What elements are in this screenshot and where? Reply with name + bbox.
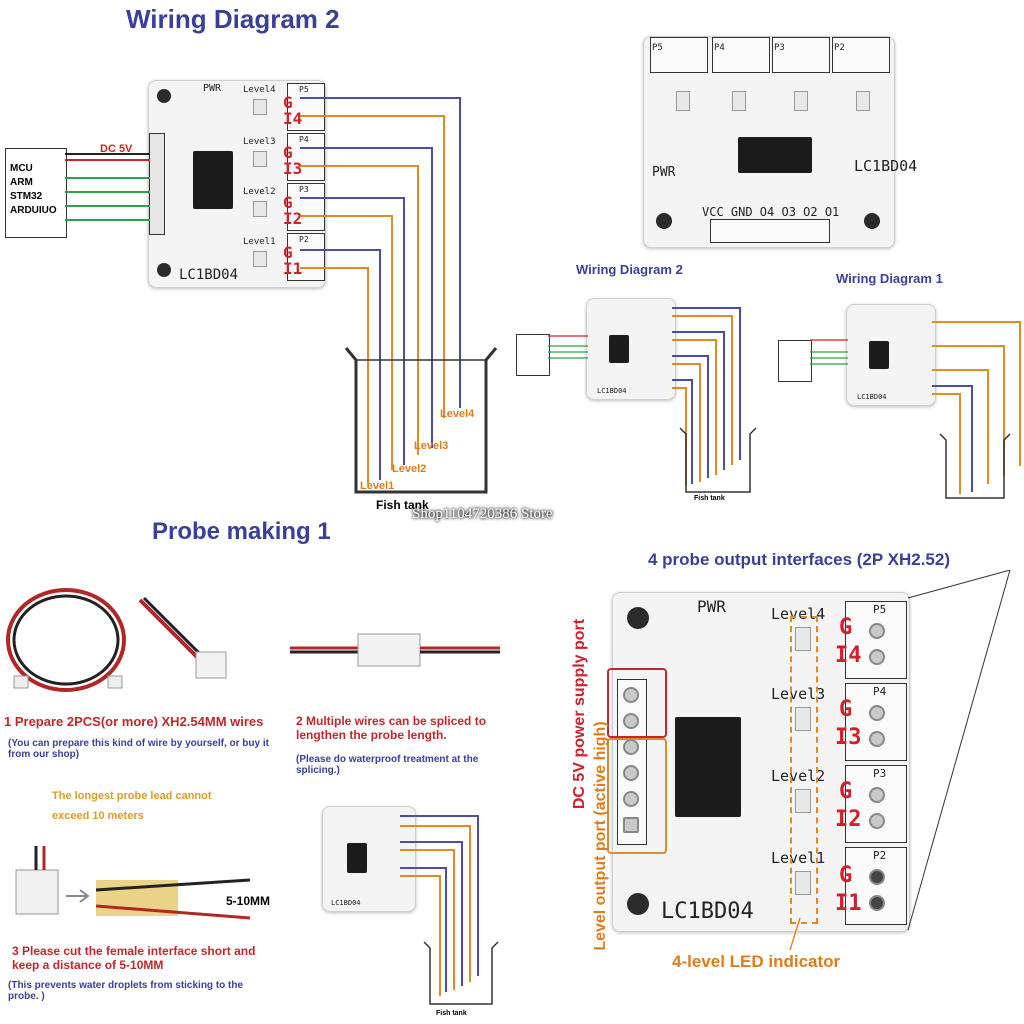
power-port-highlight [607,668,667,738]
large-pwr: PWR [697,597,726,616]
step3-title: 3 Please cut the female interface short … [12,944,256,972]
small-wiring2-title: Wiring Diagram 2 [576,262,683,277]
store-watermark: Shop1104720386 Store [412,506,553,522]
power-port-annotation: DC 5V power supply port [571,618,588,810]
large-port-p3: P3 [873,767,887,780]
large-port-p2: P2 [873,849,887,862]
stm32-label: STM32 [10,191,43,202]
level1-label: Level1 [243,237,276,247]
large-g3: G [839,697,853,722]
small-model-bottom: LC1BD04 [331,899,361,907]
large-g1: G [839,863,853,888]
probe-g1: G [283,243,293,262]
step1-note: (You can prepare this kind of wire by yo… [8,738,269,760]
arm-label: ARM [10,177,33,188]
large-level1: Level1 [771,849,826,867]
small-board-2: LC1BD04 [586,298,676,400]
step2-title: 2 Multiple wires can be spliced to lengt… [296,714,487,742]
distance-label: 5-10MM [226,894,271,908]
large-level4: Level4 [771,605,826,623]
level-port-highlight [607,738,667,854]
large-g4: G [839,615,853,640]
port-p3: P3 [299,185,309,194]
small-fish-tank-2: Fish tank [694,495,725,502]
wire-coil-photo [6,588,227,692]
port-p2: P2 [299,235,309,244]
large-i2: I2 [835,807,862,832]
photo-port-p2: P2 [834,43,845,53]
fish-tank-label: Fish tank [376,498,429,512]
photo-pwr: PWR [652,165,676,180]
small-model-1: LC1BD04 [857,393,887,401]
tank-level4: Level4 [440,408,475,420]
large-model: LC1BD04 [661,899,754,924]
small-mcu-2 [516,334,550,376]
tank-level1: Level1 [360,480,395,492]
level3-label: Level3 [243,137,276,147]
led-highlight [790,616,818,924]
probe-g2: G [283,193,293,212]
large-level3: Level3 [771,685,826,703]
dc-5v-label: DC 5V [100,143,133,155]
small-mcu-1 [778,340,812,382]
large-level2: Level2 [771,767,826,785]
small-wiring-bottom-svg [400,815,499,1005]
port-p5: P5 [299,85,309,94]
pwr-label: PWR [203,83,222,94]
spliced-wire-photo [290,633,500,667]
step1-title: 1 Prepare 2PCS(or more) XH2.54MM wires [4,714,264,729]
photo-port-p5: P5 [652,43,663,53]
probe-g3: G [283,143,293,162]
level4-label: Level4 [243,85,276,95]
probe-cut-photo [15,846,251,920]
pointer-lines-svg [789,570,1011,951]
tank-level3: Level3 [414,440,449,452]
limit-note: The longest probe lead cannot exceed 10 … [52,790,212,822]
large-port-p5: P5 [873,603,887,616]
probe-i2: I2 [283,209,303,228]
model-label: LC1BD04 [179,267,239,283]
small-board-bottom: LC1BD04 [322,806,416,912]
large-i4: I4 [835,643,862,668]
large-g2: G [839,779,853,804]
interfaces-title: 4 probe output interfaces (2P XH2.52) [648,550,950,569]
probe-making-title: Probe making 1 [152,518,331,545]
small-model-2: LC1BD04 [597,387,627,395]
small-board-1: LC1BD04 [846,304,936,406]
small-fish-tank-bottom: Fish tank [436,1010,467,1017]
small-wiring1-title: Wiring Diagram 1 [836,271,943,286]
led-indicator-annotation: 4-level LED indicator [672,952,841,971]
board-large: PWR LC1BD04 Level4 Level3 Level2 Level1 … [612,592,910,932]
small-wiring-2-svg [548,307,757,493]
wiring-diagram-2-title: Wiring Diagram 2 [126,4,340,34]
arduino-label: ARDUIUO [10,205,57,216]
photo-pin-labels: VCC GND O4 O3 O2 O1 [702,205,840,219]
photo-model: LC1BD04 [854,157,918,175]
level-port-annotation: Level output port (active high) [592,721,609,951]
mcu-label: MCU [10,163,33,174]
large-i1: I1 [835,891,862,916]
board-wiring-main: PWR LC1BD04 Level4 Level3 Level2 Level1 … [148,80,326,288]
probe-i4: I4 [283,109,303,128]
level2-label: Level2 [243,187,276,197]
probe-i1: I1 [283,259,303,278]
step2-note: (Please do waterproof treatment at the s… [296,754,479,776]
step3-note: (This prevents water droplets from stick… [8,980,244,1002]
small-wiring-1-svg [810,321,1021,499]
large-port-p4: P4 [873,685,887,698]
mcu-box: MCU ARM STM32 ARDUIUO [5,148,67,238]
probe-i3: I3 [283,159,303,178]
large-i3: I3 [835,725,862,750]
tank-level2: Level2 [392,463,427,475]
probe-g4: G [283,93,293,112]
photo-port-p4: P4 [714,43,725,53]
board-photo-top: P5 P4 P3 P2 PWR LC1BD04 VCC GND O4 O3 O2… [643,36,917,248]
wiring-main-svg [65,97,498,494]
photo-port-p3: P3 [774,43,785,53]
port-p4: P4 [299,135,309,144]
